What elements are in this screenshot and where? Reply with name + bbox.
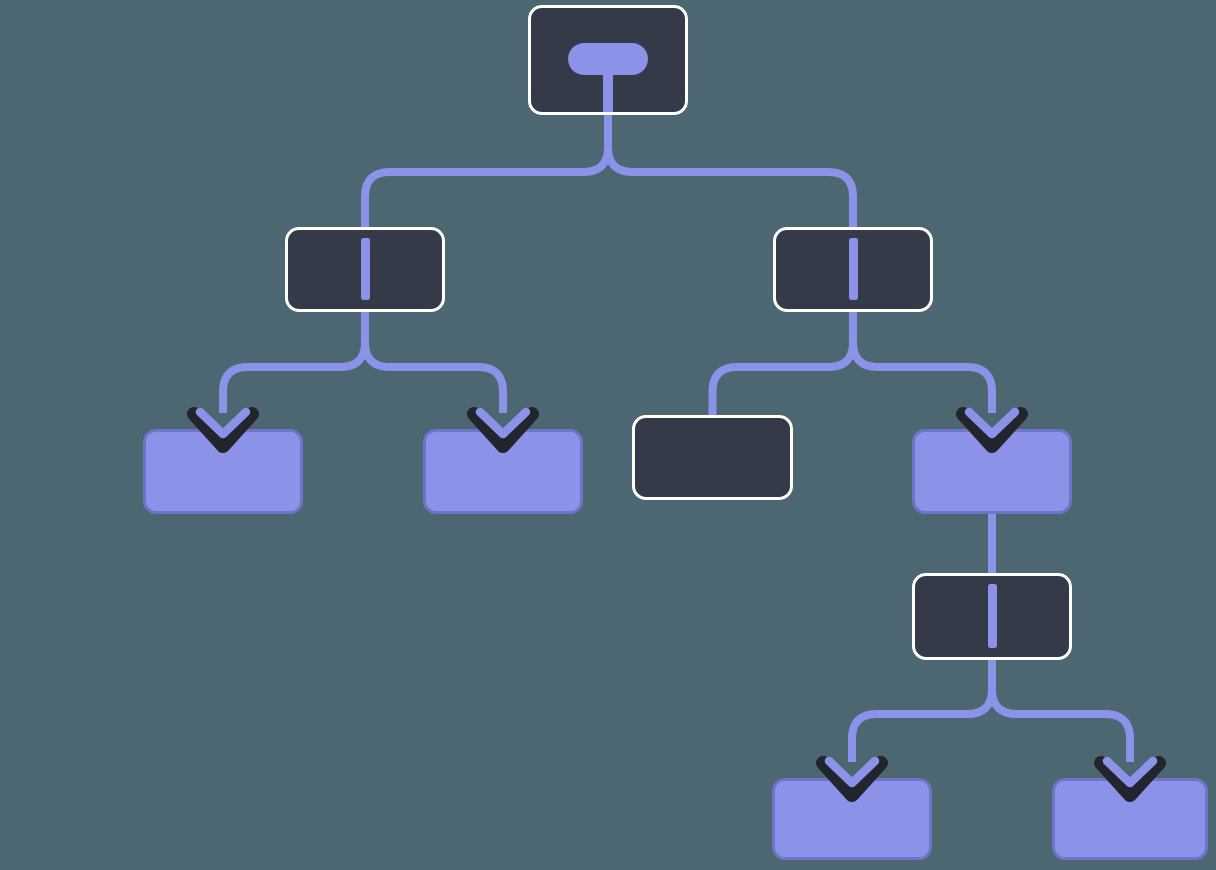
- root-node[interactable]: [528, 5, 688, 115]
- right-branch-node[interactable]: [773, 227, 933, 312]
- leaf-node-purple[interactable]: [1052, 778, 1208, 860]
- leaf-node-purple[interactable]: [423, 429, 583, 514]
- mid-node-purple[interactable]: [912, 429, 1072, 514]
- leaf-node-purple[interactable]: [772, 778, 932, 860]
- leaf-node-purple[interactable]: [143, 429, 303, 514]
- vertical-line-icon: [987, 584, 997, 648]
- root-pill-icon: [568, 43, 648, 75]
- bottom-branch-node[interactable]: [912, 573, 1072, 660]
- root-stem-line: [603, 58, 613, 112]
- leaf-node-dark[interactable]: [632, 415, 793, 500]
- vertical-line-icon: [360, 238, 370, 300]
- left-branch-node[interactable]: [285, 227, 445, 312]
- vertical-line-icon: [848, 238, 858, 300]
